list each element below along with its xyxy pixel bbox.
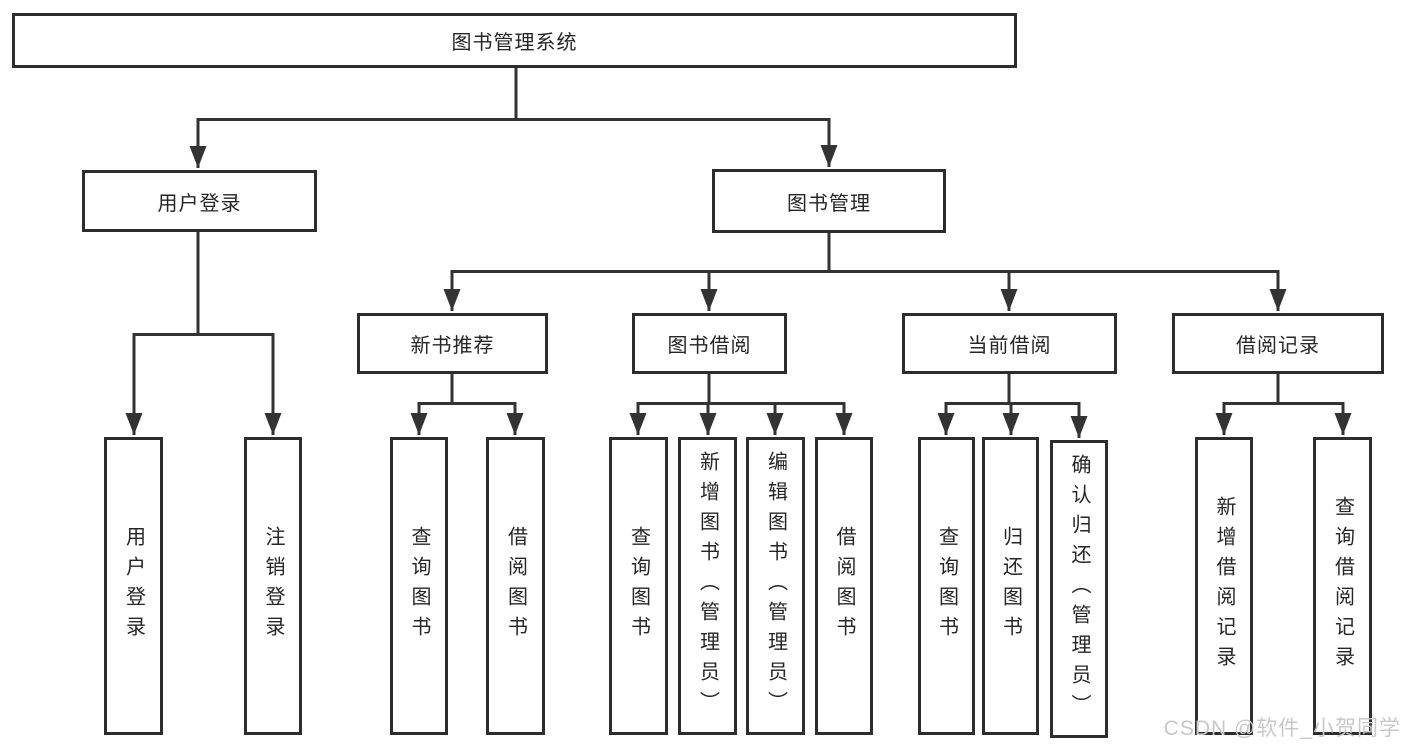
csdn-watermark: CSDN @软件_小贺同学 [1163, 717, 1401, 740]
node-book-borrowing: 图书借阅 [632, 313, 787, 374]
leaf-logout: 注销登录 [244, 437, 302, 735]
leaf-label: 借阅图书 [833, 526, 855, 646]
leaf-label: 注销登录 [262, 526, 284, 646]
node-user-login: 用户登录 [82, 170, 317, 232]
leaf-label: 归还图书 [999, 526, 1022, 646]
leaf-borrow-books-recommend: 借阅图书 [486, 437, 545, 735]
leaf-add-books-admin: 新增图书（管理员） [678, 437, 737, 735]
node-book-management: 图书管理 [712, 169, 946, 233]
leaf-label: 查询图书 [408, 526, 430, 646]
leaf-label: 借阅图书 [504, 526, 527, 646]
leaf-label: 编辑图书（管理员） [764, 451, 787, 721]
leaf-label: 查询借阅记录 [1331, 496, 1354, 676]
node-borrowing-records: 借阅记录 [1172, 313, 1384, 374]
leaf-query-books-borrow: 查询图书 [609, 437, 668, 735]
node-new-book-recommendation: 新书推荐 [357, 313, 548, 374]
leaf-query-borrow-record: 查询借阅记录 [1313, 437, 1372, 735]
leaf-label: 新增图书（管理员） [696, 451, 719, 721]
leaf-add-borrow-record: 新增借阅记录 [1195, 437, 1253, 735]
leaf-label: 用户登录 [122, 526, 145, 646]
leaf-confirm-return-admin: 确认归还（管理员） [1050, 440, 1108, 738]
leaf-return-books: 归还图书 [982, 437, 1039, 735]
leaf-edit-books-admin: 编辑图书（管理员） [746, 437, 805, 735]
leaf-borrow-books: 借阅图书 [815, 437, 873, 735]
leaf-label: 查询图书 [935, 526, 958, 646]
leaf-label: 新增借阅记录 [1213, 496, 1235, 676]
node-root-system: 图书管理系统 [12, 13, 1017, 68]
leaf-label: 查询图书 [627, 526, 650, 646]
leaf-user-login: 用户登录 [104, 437, 163, 735]
leaf-query-books-recommend: 查询图书 [390, 437, 448, 735]
node-current-borrowing: 当前借阅 [902, 313, 1117, 374]
leaf-label: 确认归还（管理员） [1068, 454, 1090, 724]
leaf-query-books-current: 查询图书 [918, 437, 975, 735]
